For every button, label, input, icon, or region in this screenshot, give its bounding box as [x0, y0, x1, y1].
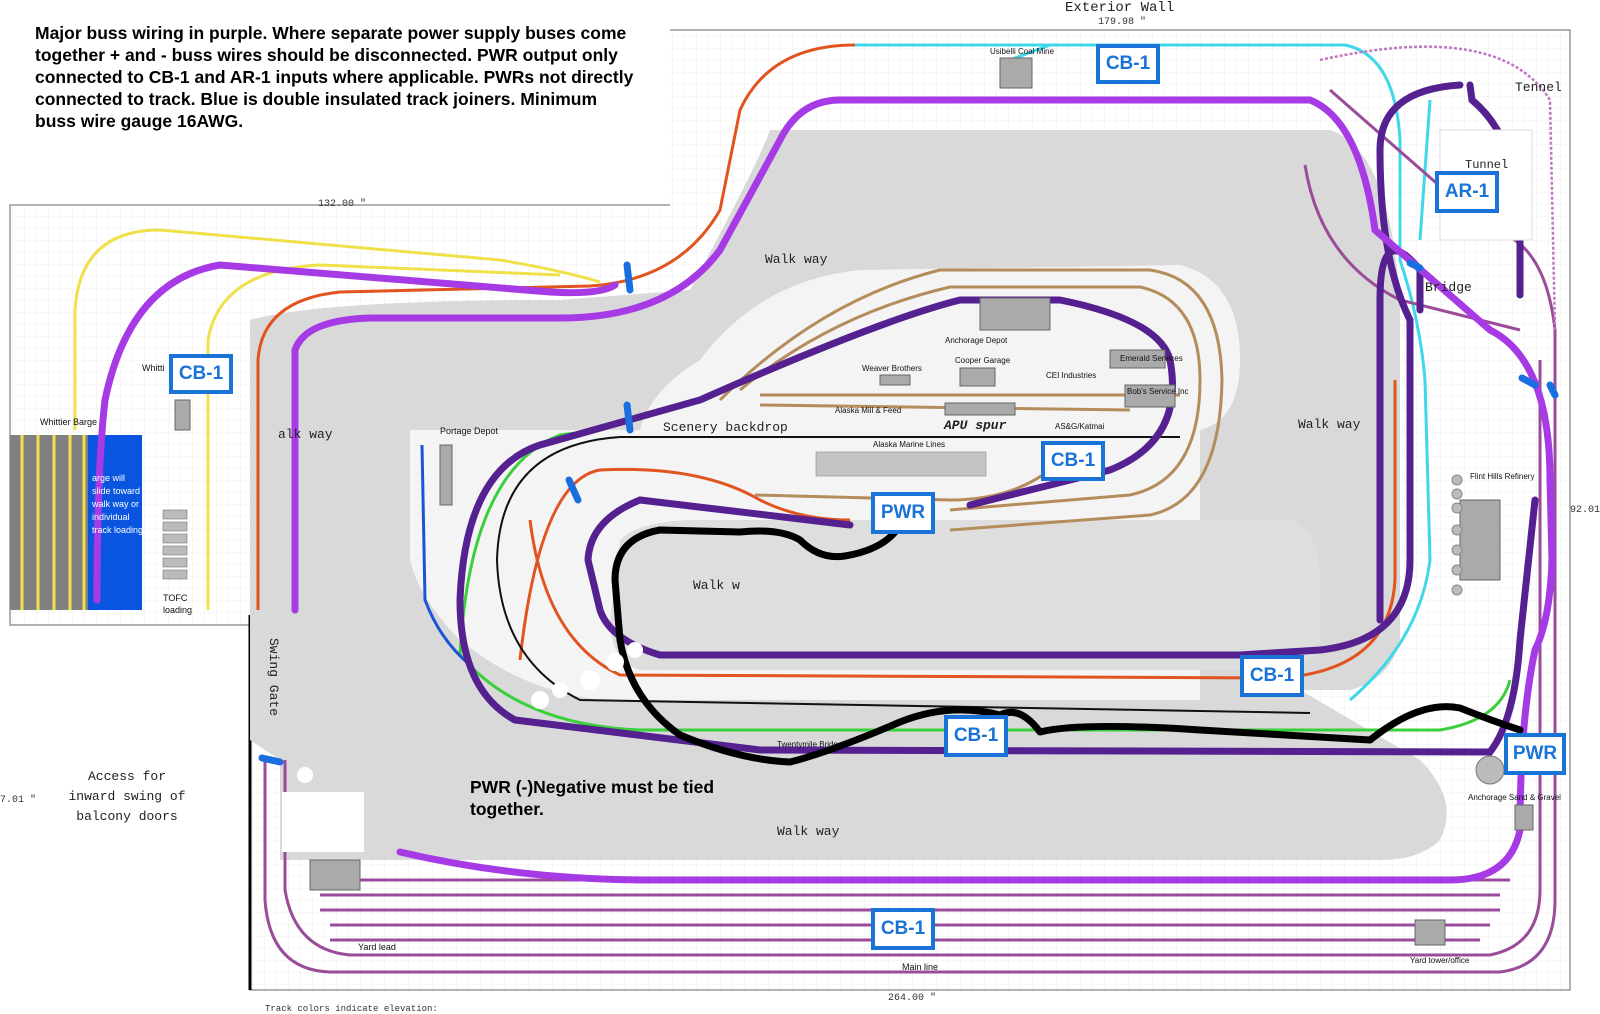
cb1-center-box: CB-1 [1041, 441, 1105, 481]
dim-right: 92.01 [1570, 505, 1600, 516]
dim-left-side: 7.01 " [0, 795, 37, 806]
label-main-line: Main line [902, 962, 939, 972]
walkway-top: Walk way [765, 252, 828, 267]
inner-walkway [610, 520, 1320, 670]
label-alaska-marine: Alaska Marine Lines [873, 440, 946, 449]
label-emerald: Emerald Services [1120, 354, 1183, 363]
whiteout-spots [282, 642, 643, 852]
tunnel-track [1319, 45, 1557, 331]
access-note: Access for inward swing of balcony doors [68, 769, 186, 824]
buildings [174, 57, 1534, 946]
walkway-left: alk way [278, 427, 333, 442]
cb1-right-box: CB-1 [1240, 655, 1304, 697]
label-whittier-barge: Whittier Barge [40, 417, 98, 427]
dim-bottom: 264.00 " [888, 993, 937, 1004]
apu-spur: APU spur [944, 418, 1007, 433]
label-yard-lead: Yard lead [358, 942, 396, 952]
label-anchorage-depot: Anchorage Depot [945, 336, 1008, 345]
label-asg: AS&G/Katmai [1055, 422, 1105, 431]
cb1-bottom-box: CB-1 [871, 908, 935, 950]
yellow-tracks [73, 228, 601, 610]
label-bobs: Bob's Service Inc [1127, 387, 1189, 396]
pwr-center-box: PWR [871, 492, 935, 534]
cb1-lower-box: CB-1 [944, 715, 1008, 757]
barge-tracks [20, 435, 86, 610]
tunnel-label-2: Tunnel [1465, 158, 1509, 172]
label-portage: Portage Depot [440, 426, 499, 436]
elevation-legend: Track colors indicate elevation: [265, 1004, 438, 1014]
swing-gate: Swing Gate [266, 638, 281, 717]
walkway-right: Walk way [1298, 417, 1361, 432]
ar1-box: AR-1 [1435, 171, 1499, 213]
wiring-note: Major buss wiring in purple. Where separ… [35, 23, 634, 131]
negative-note: PWR (-)Negative must be tied together. [470, 777, 715, 819]
cb1-top-box: CB-1 [1096, 44, 1160, 84]
label-usibelli: Usibelli Coal Mine [990, 47, 1055, 56]
gravel-pile [1475, 755, 1505, 785]
bridge-label: Bridge [1425, 280, 1472, 295]
tofc-trailers [162, 509, 188, 580]
insulated-joiners [258, 259, 1559, 766]
tunnel-label: Tennel [1515, 80, 1562, 95]
dim-left-top: 132.00 " [318, 199, 367, 210]
dim-top: 179.98 " [1098, 17, 1147, 28]
pwr-right-box: PWR [1504, 733, 1566, 775]
label-cooper: Cooper Garage [955, 356, 1011, 365]
blue-track [420, 444, 471, 667]
label-whittier: Whitti [142, 363, 165, 373]
black-track [495, 436, 1311, 714]
label-cei: CEI Industries [1046, 371, 1097, 380]
exterior-wall-label: Exterior Wall [1065, 0, 1175, 16]
label-yard-tower: Yard tower/office [1410, 956, 1470, 965]
bright-buss [93, 96, 1556, 884]
label-barge-note: arge will slide toward walk way or indiv… [92, 473, 144, 535]
cb1-left-box: CB-1 [169, 354, 233, 394]
label-tofc: TOFC loading [163, 593, 193, 615]
walkway-bottom: Walk way [777, 824, 840, 839]
container-yard [815, 451, 987, 477]
label-alaska-mill: Alaska Mill & Feed [835, 406, 902, 415]
scenery-backdrop: Scenery backdrop [663, 420, 788, 435]
refinery-tanks [1451, 474, 1463, 596]
label-anchorage-sand: Anchorage Sand & Gravel [1468, 793, 1561, 802]
negative-wire [611, 526, 1524, 766]
label-weaver: Weaver Brothers [862, 364, 922, 373]
label-twentymile: Twentymile Bridge [777, 740, 843, 749]
walkway-mid: Walk w [693, 578, 740, 593]
label-flint-hills: Flint Hills Refinery [1470, 472, 1535, 481]
